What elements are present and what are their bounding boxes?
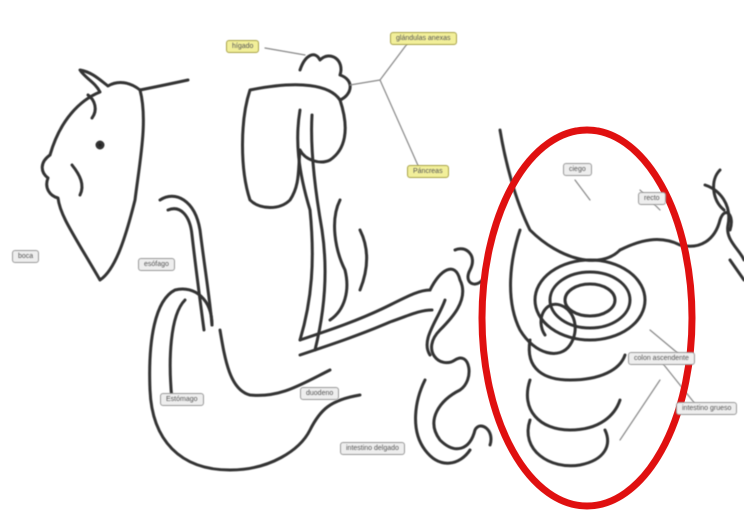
highlight-ellipse bbox=[482, 130, 692, 506]
label-esophagus: esófago bbox=[138, 258, 175, 271]
label-accessory-glands: glándulas anexas bbox=[390, 32, 457, 45]
liver-outline bbox=[243, 85, 346, 208]
label-large-intestine: intestino grueso bbox=[676, 402, 737, 415]
label-mouth: boca bbox=[12, 250, 39, 263]
label-rectum: recto bbox=[638, 192, 666, 205]
stomach-outline bbox=[150, 289, 360, 470]
label-cecum: ciego bbox=[563, 163, 592, 176]
label-duodenum: duodeno bbox=[300, 387, 339, 400]
pig-head bbox=[42, 70, 188, 280]
label-small-intestine: intestino delgado bbox=[340, 442, 405, 455]
label-ascending-colon: colon ascendente bbox=[628, 352, 695, 365]
label-stomach: Estómago bbox=[160, 393, 204, 406]
label-liver: hígado bbox=[226, 40, 259, 53]
label-pancreas: Páncreas bbox=[407, 165, 449, 178]
